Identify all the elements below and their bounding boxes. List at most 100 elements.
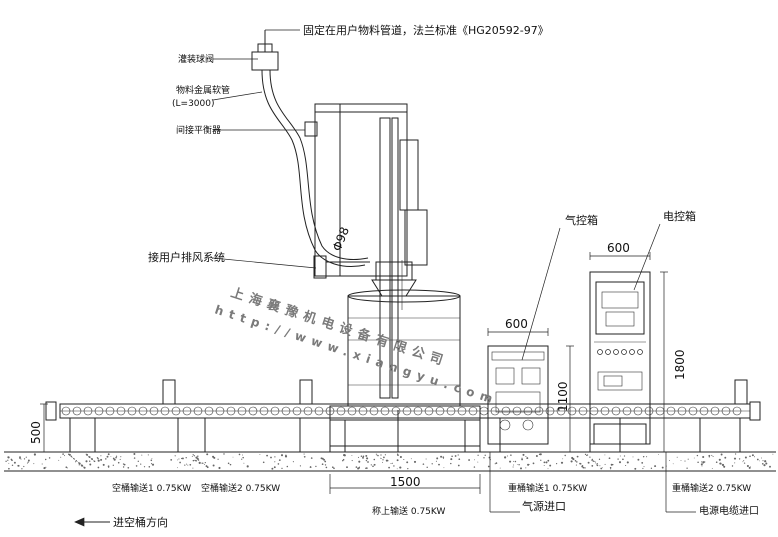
- roller: [578, 406, 588, 416]
- ground-texture: [604, 454, 606, 456]
- ground-texture: [365, 454, 368, 457]
- ground-texture: [351, 460, 353, 462]
- ground-texture: [625, 464, 627, 467]
- ground-texture: [48, 457, 51, 459]
- ground-texture: [591, 465, 594, 467]
- filling-machine: [314, 103, 481, 452]
- ground-texture: [201, 462, 203, 464]
- ground-texture: [407, 468, 409, 470]
- dimension-lines: [40, 252, 668, 494]
- ground-texture: [8, 467, 10, 470]
- ground-texture: [586, 454, 588, 457]
- ground-texture: [229, 463, 232, 466]
- ground-texture: [218, 466, 221, 470]
- ground-texture: [680, 459, 682, 461]
- ground-texture: [89, 460, 91, 462]
- ground-texture: [223, 453, 225, 455]
- ground-texture: [97, 458, 99, 460]
- ground-texture: [271, 467, 274, 470]
- label-top-note: 固定在用户物料管道，法兰标准《HG20592-97》: [303, 23, 549, 37]
- roller: [281, 406, 291, 416]
- ground-texture: [62, 453, 64, 455]
- roller: [171, 406, 181, 416]
- ground-texture: [457, 464, 460, 467]
- ground-texture: [203, 463, 205, 465]
- ground-texture: [676, 456, 678, 458]
- ground-texture: [477, 454, 479, 456]
- ground-texture: [425, 458, 427, 460]
- ground-texture: [543, 465, 545, 466]
- ground-texture: [487, 465, 490, 468]
- ground-texture: [11, 459, 13, 462]
- roller: [666, 406, 676, 416]
- ground-texture: [71, 456, 73, 458]
- roller: [226, 406, 236, 416]
- ground-texture: [443, 467, 445, 469]
- ground-texture: [388, 466, 390, 469]
- ground-texture: [431, 463, 433, 465]
- ground-texture: [192, 467, 194, 469]
- ground-texture: [762, 460, 764, 462]
- ground-texture: [44, 458, 47, 461]
- roller: [292, 406, 302, 416]
- ground-texture: [527, 463, 530, 466]
- ground-texture: [543, 461, 546, 464]
- roller: [149, 406, 159, 416]
- ground-texture: [243, 462, 245, 464]
- ground-texture: [151, 463, 155, 466]
- ground-texture: [721, 463, 725, 467]
- ground-texture: [576, 461, 578, 463]
- roller: [721, 406, 731, 416]
- ground-texture: [7, 459, 9, 461]
- ground-texture: [474, 459, 476, 461]
- dim-control-box-height: 1800: [673, 349, 687, 380]
- ground-texture: [193, 455, 196, 457]
- ground-texture: [623, 455, 626, 457]
- ground-texture: [86, 453, 89, 456]
- ground-texture: [442, 456, 445, 459]
- ground-texture: [547, 459, 550, 462]
- ground-texture: [26, 462, 28, 464]
- ground-texture: [468, 459, 471, 461]
- ground-texture: [202, 462, 204, 464]
- ground-texture: [596, 462, 598, 465]
- label-conveyor-empty-1: 空桶输送1 0.75KW: [112, 482, 191, 494]
- ground-texture: [383, 456, 385, 459]
- ground-texture: [106, 455, 109, 458]
- ground-texture: [100, 455, 102, 457]
- ground-texture: [413, 460, 417, 463]
- ground-texture: [661, 466, 664, 469]
- ground-texture: [734, 453, 737, 455]
- roller: [138, 406, 148, 416]
- ground-texture: [97, 459, 100, 462]
- ground-texture: [179, 461, 181, 464]
- ground-texture: [438, 463, 440, 466]
- ground-texture: [592, 460, 595, 462]
- roller: [193, 406, 203, 416]
- panel-button: [629, 349, 635, 355]
- ground-texture: [687, 458, 689, 460]
- roller: [336, 406, 346, 416]
- ground-texture: [81, 464, 84, 467]
- roller: [303, 406, 313, 416]
- ground-texture: [743, 462, 746, 464]
- ground-texture: [450, 458, 453, 461]
- ground-texture: [238, 453, 241, 456]
- ground-texture: [504, 456, 507, 459]
- ground-texture: [435, 460, 437, 462]
- watermark-url: http://www.xiangyu.com: [213, 303, 500, 408]
- ground-texture: [532, 462, 535, 465]
- roller: [358, 406, 368, 416]
- roller: [633, 406, 643, 416]
- ground-texture: [325, 466, 328, 469]
- ground-texture: [769, 465, 771, 468]
- ground-texture: [436, 457, 439, 460]
- ground-texture: [115, 456, 117, 459]
- ground-texture: [112, 457, 115, 460]
- ground-texture: [711, 454, 713, 456]
- ground-texture: [574, 460, 577, 462]
- ground-texture: [227, 462, 230, 465]
- ground-texture: [556, 463, 558, 465]
- ground-texture: [499, 467, 501, 469]
